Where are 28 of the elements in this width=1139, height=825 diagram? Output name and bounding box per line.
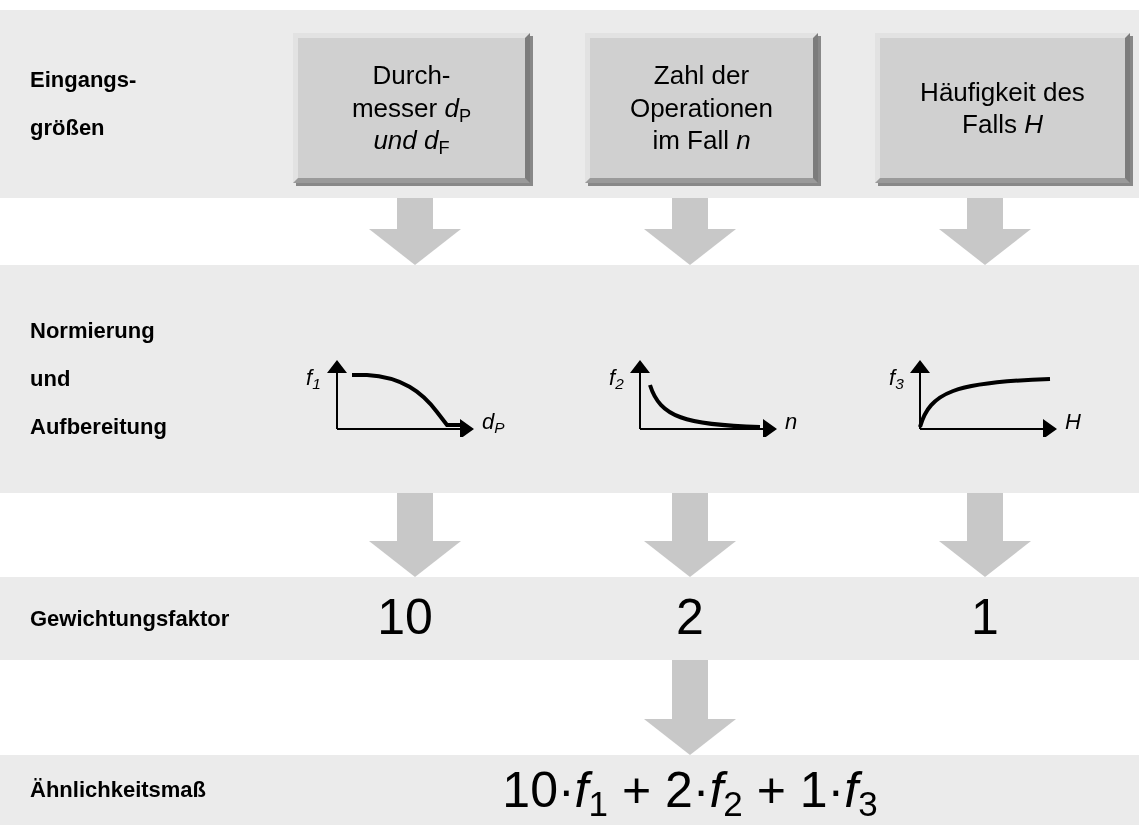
block-arrow — [939, 493, 1031, 577]
band-panel — [0, 265, 1139, 493]
block-arrow — [369, 493, 461, 577]
weight-value: 2 — [676, 592, 704, 642]
block-arrow — [644, 198, 736, 265]
x-axis-label: H — [1065, 411, 1081, 433]
y-axis-label: f$_{3}$ — [889, 367, 904, 389]
band-panel — [0, 755, 1139, 825]
formula-text: 10·f$_{1}$ + 2·f$_{2}$ + 1·f$_{3}$ — [502, 765, 878, 815]
block-arrow — [644, 660, 736, 755]
x-axis-label: d$_{P}$ — [482, 411, 505, 433]
input-box: Zahl der Operationen im Fall n — [585, 33, 818, 183]
weight-value: 10 — [377, 592, 433, 642]
weight-value: 1 — [971, 592, 999, 642]
band-panel — [0, 577, 1139, 660]
input-box: Häufigkeit des Falls H — [875, 33, 1130, 183]
y-axis-label: f$_{1}$ — [306, 367, 321, 389]
row-heading: Gewichtungsfaktor — [30, 604, 231, 633]
row-heading: Eingangs- größen — [30, 66, 138, 142]
band-panel — [0, 10, 1139, 198]
block-arrow — [369, 198, 461, 265]
y-axis-label: f$_{2}$ — [609, 367, 624, 389]
row-heading: Ähnlichkeitsmaß — [30, 776, 208, 804]
block-arrow — [644, 493, 736, 577]
block-arrow — [939, 198, 1031, 265]
x-axis-label: n — [785, 411, 798, 433]
row-heading: Normierung und Aufbereitung — [30, 317, 168, 441]
input-box: Durch- messer d$_{P}$ und d$_{F}$ — [293, 33, 530, 183]
